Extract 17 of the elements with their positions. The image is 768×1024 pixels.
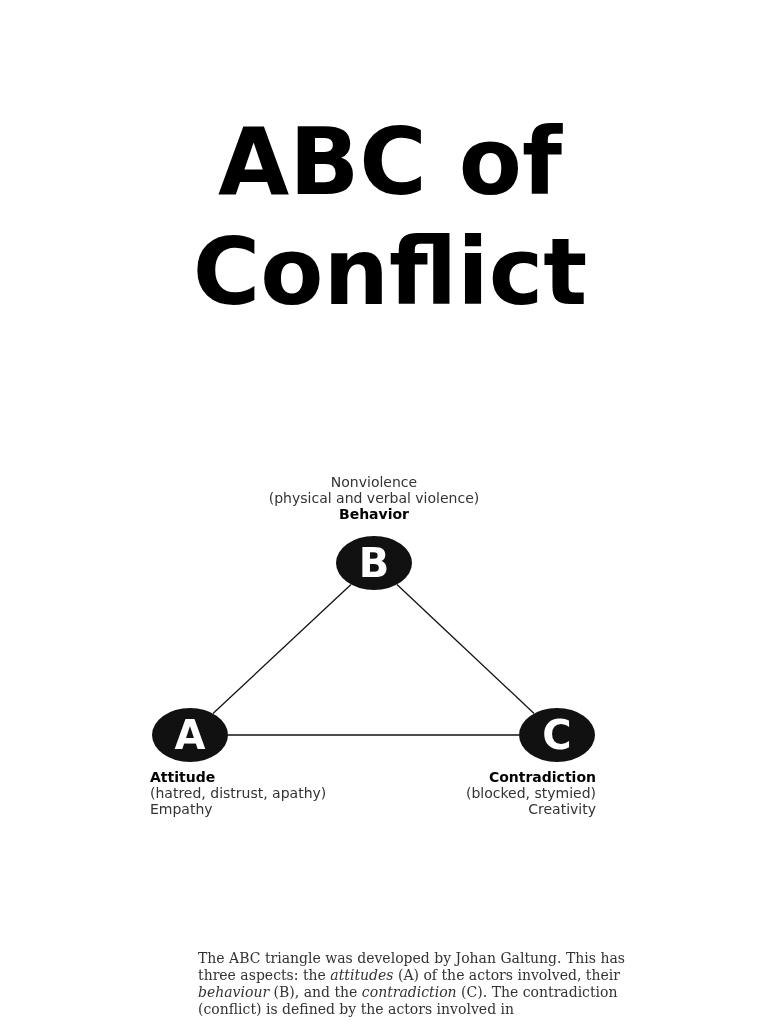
aspect-description: Nonviolence <box>329 474 419 490</box>
letter-circle: A <box>152 708 228 762</box>
aspect-description: Creativity <box>527 801 596 817</box>
description-paragraph: The ABC triangle was developed by Johan Galtung. This has three aspects: the attitudes (A) of the actors involved, their behaviour (B), and the contradiction (C). The contradiction (conflict) is defined by the actors involved in <box>198 950 626 1018</box>
triangle-side <box>227 734 520 736</box>
aspect-description: (hatred, distrust, apathy) <box>150 785 328 801</box>
aspect-description: (physical and verbal violence) <box>267 490 481 506</box>
triangle-side <box>396 583 535 715</box>
aspect-description: Empathy <box>150 801 214 817</box>
aspect-description: (blocked, stymied) <box>464 785 596 801</box>
aspect-heading: Contradiction <box>487 769 596 785</box>
letter-circle: B <box>336 536 412 590</box>
triangle-side <box>212 583 352 715</box>
letter-circle: C <box>519 708 595 762</box>
aspect-heading: Behavior <box>338 506 410 522</box>
aspect-heading: Attitude <box>150 769 217 785</box>
title: ABC of Conflict <box>191 108 589 328</box>
